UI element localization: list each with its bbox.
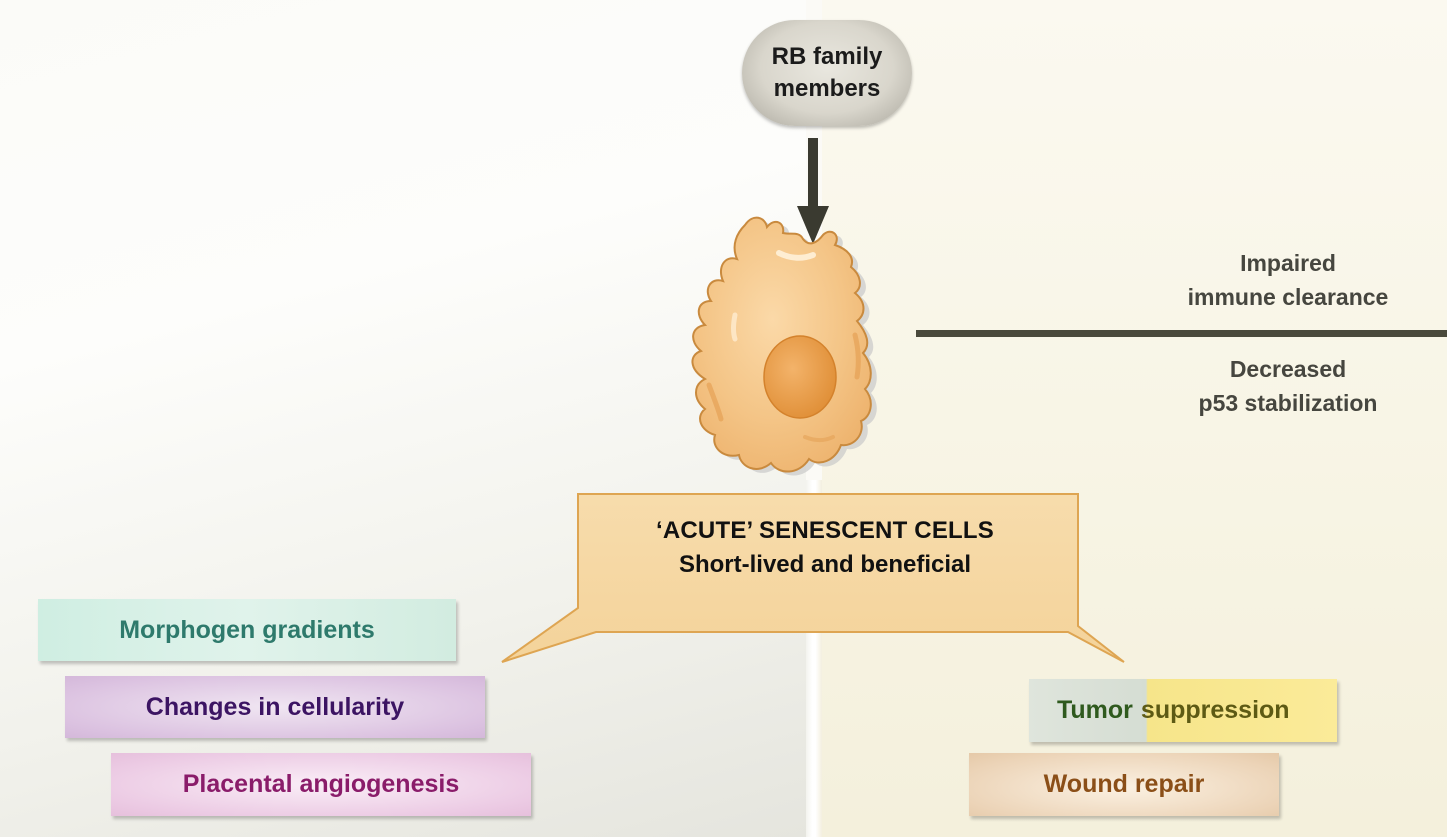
callout-subtitle: Short-lived and beneficial (678, 551, 972, 578)
callout-text: ‘ACUTE’ SENESCENT CELLS Short-lived and … (570, 514, 1080, 582)
rb-family-label: RB family members (771, 43, 883, 102)
changes-in-cellularity-label: Changes in cellularity (145, 692, 405, 721)
decreased-p53-stabilization-label: Decreased p53 stabilization (1198, 356, 1378, 416)
placental-angiogenesis-box: Placental angiogenesis (111, 753, 531, 816)
callout-title: ‘ACUTE’ SENESCENT CELLS (656, 517, 994, 544)
cell-highlight (776, 250, 816, 261)
cell-organelle (803, 435, 835, 442)
inhibition-line (916, 330, 1447, 337)
wound-repair-label: Wound repair (1043, 770, 1205, 798)
tumor-label: Tumor (1057, 696, 1133, 724)
tumor-suppression-box: Tumor suppression (1029, 679, 1337, 742)
cell-nucleus (763, 335, 837, 419)
cell-organelle (706, 382, 724, 422)
senescent-cell-icon (691, 216, 877, 476)
cell-organelle (852, 332, 861, 380)
morphogen-gradients-label: Morphogen gradients (119, 615, 375, 644)
placental-angiogenesis-label: Placental angiogenesis (182, 770, 460, 798)
rb-family-node: RB family members (742, 20, 912, 126)
impaired-immune-clearance-label: Impaired immune clearance (1187, 250, 1389, 310)
acute-senescent-callout-box (501, 493, 1125, 663)
morphogen-gradients-box: Morphogen gradients (38, 599, 456, 661)
activation-arrow-shaft (808, 138, 818, 210)
wound-repair-box: Wound repair (969, 753, 1279, 816)
cell-highlight (731, 312, 738, 342)
suppression-label: suppression (1140, 696, 1290, 724)
callout-shape (501, 493, 1125, 663)
changes-in-cellularity-box: Changes in cellularity (65, 676, 485, 738)
